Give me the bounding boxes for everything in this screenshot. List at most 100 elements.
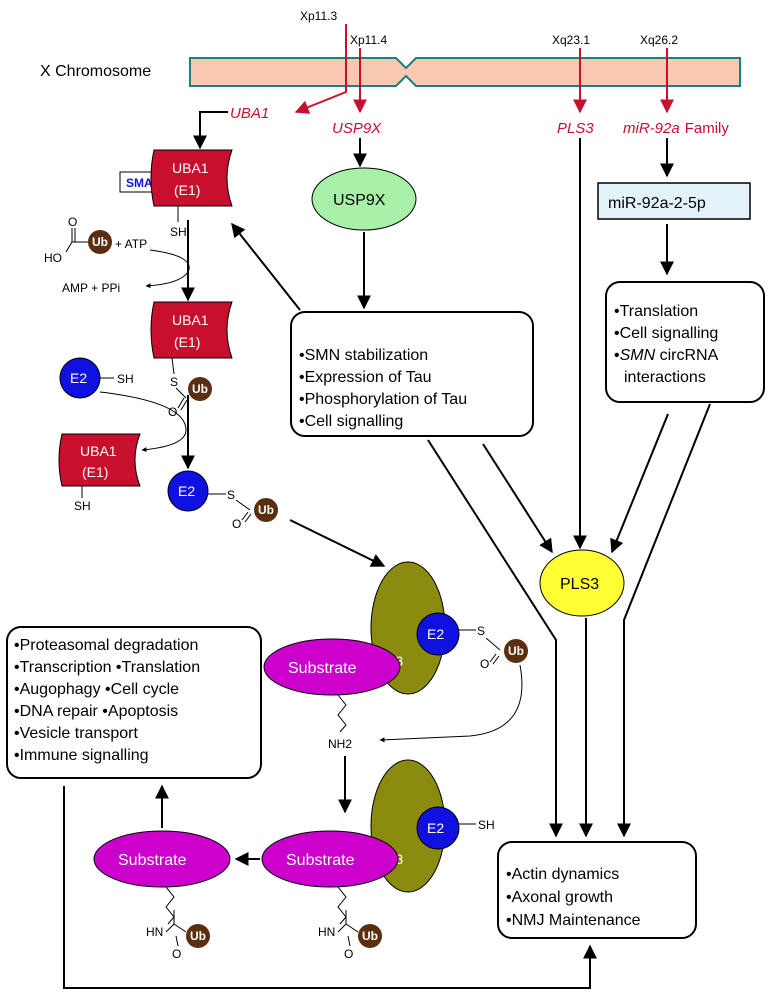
- o-label: O: [68, 215, 77, 229]
- svg-text:E2: E2: [427, 626, 444, 642]
- uba1-e1-top: UBA1 (E1): [150, 149, 233, 207]
- ho-label: HO: [44, 251, 62, 265]
- chromosome-bar: [189, 57, 741, 87]
- e2-to-e3-arrow: [289, 519, 386, 567]
- uba1-label: UBA1: [172, 160, 209, 176]
- svg-text:Substrate: Substrate: [286, 852, 355, 869]
- amp-label: AMP + PPi: [62, 281, 120, 295]
- nh2-label: NH2: [328, 737, 352, 751]
- mir-product-box: [597, 182, 751, 220]
- svg-text:(E1): (E1): [174, 334, 200, 350]
- locus-xp11-4: Xp11.4: [350, 33, 387, 47]
- usp9x-item: •Cell signalling: [299, 413, 403, 430]
- svg-text:Ub: Ub: [192, 382, 208, 396]
- gene-mir92a: miR-92a: [623, 120, 680, 137]
- svg-text:SH: SH: [478, 818, 495, 832]
- sma-label: SMA: [126, 176, 153, 190]
- e1-label: (E1): [174, 182, 200, 198]
- svg-text:Ub: Ub: [508, 644, 524, 658]
- svg-text:Ub: Ub: [362, 929, 378, 943]
- svg-text:SH: SH: [74, 499, 91, 513]
- ub-transfer-arrow: [379, 664, 523, 743]
- e2-loaded: [167, 470, 209, 512]
- mir-to-outcome-arrow: [617, 403, 711, 838]
- gene-mir92a-label: miR-92a Family: [623, 120, 729, 137]
- svg-text:UBA1: UBA1: [80, 443, 117, 459]
- uba1-expression-arrow: [193, 111, 228, 150]
- svg-text:E2: E2: [70, 370, 87, 386]
- substrate-middle: [261, 830, 399, 888]
- svg-text:E2: E2: [178, 483, 195, 499]
- function-item: •DNA repair •Apoptosis: [14, 703, 178, 720]
- mir-function-box: [605, 281, 765, 403]
- usp9x-node: [311, 167, 417, 231]
- usp9x-item: •SMN stabilization: [299, 347, 428, 364]
- usp9x-to-pls3-arrow: [482, 443, 553, 554]
- usp9x-item: •Expression of Tau: [299, 369, 432, 386]
- sh-label: SH: [170, 225, 187, 239]
- gene-pls3: PLS3: [557, 120, 594, 137]
- e2-bound-top: [416, 612, 460, 656]
- ubiquitination-functions-box: [6, 626, 262, 779]
- svg-text:O: O: [232, 517, 241, 531]
- svg-text:Ub: Ub: [190, 929, 206, 943]
- ub-circle: [88, 230, 112, 254]
- svg-text:UBA1: UBA1: [172, 312, 209, 328]
- uba1-e1-loaded: UBA1 (E1): [150, 301, 233, 359]
- locus-xq26-2: Xq26.2: [640, 33, 678, 47]
- functions-to-outcome-arrow: [63, 786, 597, 989]
- outcome-item: •NMJ Maintenance: [506, 912, 641, 929]
- svg-text:SH: SH: [117, 372, 134, 386]
- usp9x-to-outcome-arrow: [427, 439, 563, 838]
- function-item: •Proteasomal degradation: [14, 637, 198, 654]
- usp9x-item: •Phosphorylation of Tau: [299, 391, 467, 408]
- mir-to-pls3-arrow: [610, 413, 669, 554]
- usp9x-node-label: USP9X: [333, 192, 386, 209]
- function-item: •Vesicle transport: [14, 725, 138, 742]
- svg-text:O: O: [344, 947, 353, 961]
- pls3-node: [539, 549, 625, 617]
- locus-xq23-1: Xq23.1: [552, 33, 590, 47]
- svg-text:(E1): (E1): [82, 464, 108, 480]
- mir-item-translation: •Translation: [614, 303, 698, 320]
- function-item: •Transcription •Translation: [14, 659, 200, 676]
- usp9x-function-box: [290, 311, 534, 437]
- ub-label: Ub: [92, 235, 108, 249]
- svg-text:S: S: [170, 375, 178, 389]
- gene-family: Family: [685, 120, 730, 137]
- atp-to-amp-arrow: [145, 249, 190, 289]
- locus-xp11-3: Xp11.3: [300, 9, 337, 23]
- mir-product-label: miR-92a-2-5p: [608, 195, 706, 212]
- chromosome-label: X Chromosome: [40, 63, 151, 80]
- svg-text:O: O: [172, 947, 181, 961]
- e2-bound-bottom: [416, 806, 460, 850]
- svg-text:Substrate: Substrate: [288, 660, 357, 677]
- uba1-e1-regenerated: UBA1 (E1): [58, 433, 141, 487]
- substrate-top: [263, 638, 401, 696]
- svg-text:O: O: [168, 405, 177, 419]
- mir-item-interactions: interactions: [624, 369, 706, 386]
- function-item: •Augophagy •Cell cycle: [14, 681, 179, 698]
- substrate-released: [93, 830, 231, 888]
- outcome-item: •Actin dynamics: [506, 866, 619, 883]
- svg-text:E2: E2: [427, 820, 444, 836]
- svg-text:HN: HN: [146, 925, 163, 939]
- gene-usp9x: USP9X: [332, 120, 382, 137]
- svg-text:S: S: [227, 488, 235, 502]
- function-item: •Immune signalling: [14, 747, 149, 764]
- svg-text:Ub: Ub: [258, 503, 274, 517]
- e2-transfer-arrow: [99, 391, 187, 453]
- usp9x-to-uba1-arrow: [231, 222, 301, 311]
- mir-item-signalling: •Cell signalling: [614, 325, 718, 342]
- outcome-box: [497, 841, 697, 939]
- atp-label: + ATP: [115, 237, 147, 251]
- gene-uba1: UBA1: [230, 105, 269, 122]
- svg-text:S: S: [477, 624, 485, 638]
- svg-text:O: O: [480, 657, 489, 671]
- mir-item-circrna: •SMN circRNA: [614, 347, 719, 364]
- svg-text:Substrate: Substrate: [118, 852, 187, 869]
- outcome-item: •Axonal growth: [506, 889, 613, 906]
- pls3-node-label: PLS3: [560, 576, 599, 593]
- svg-text:HN: HN: [318, 925, 335, 939]
